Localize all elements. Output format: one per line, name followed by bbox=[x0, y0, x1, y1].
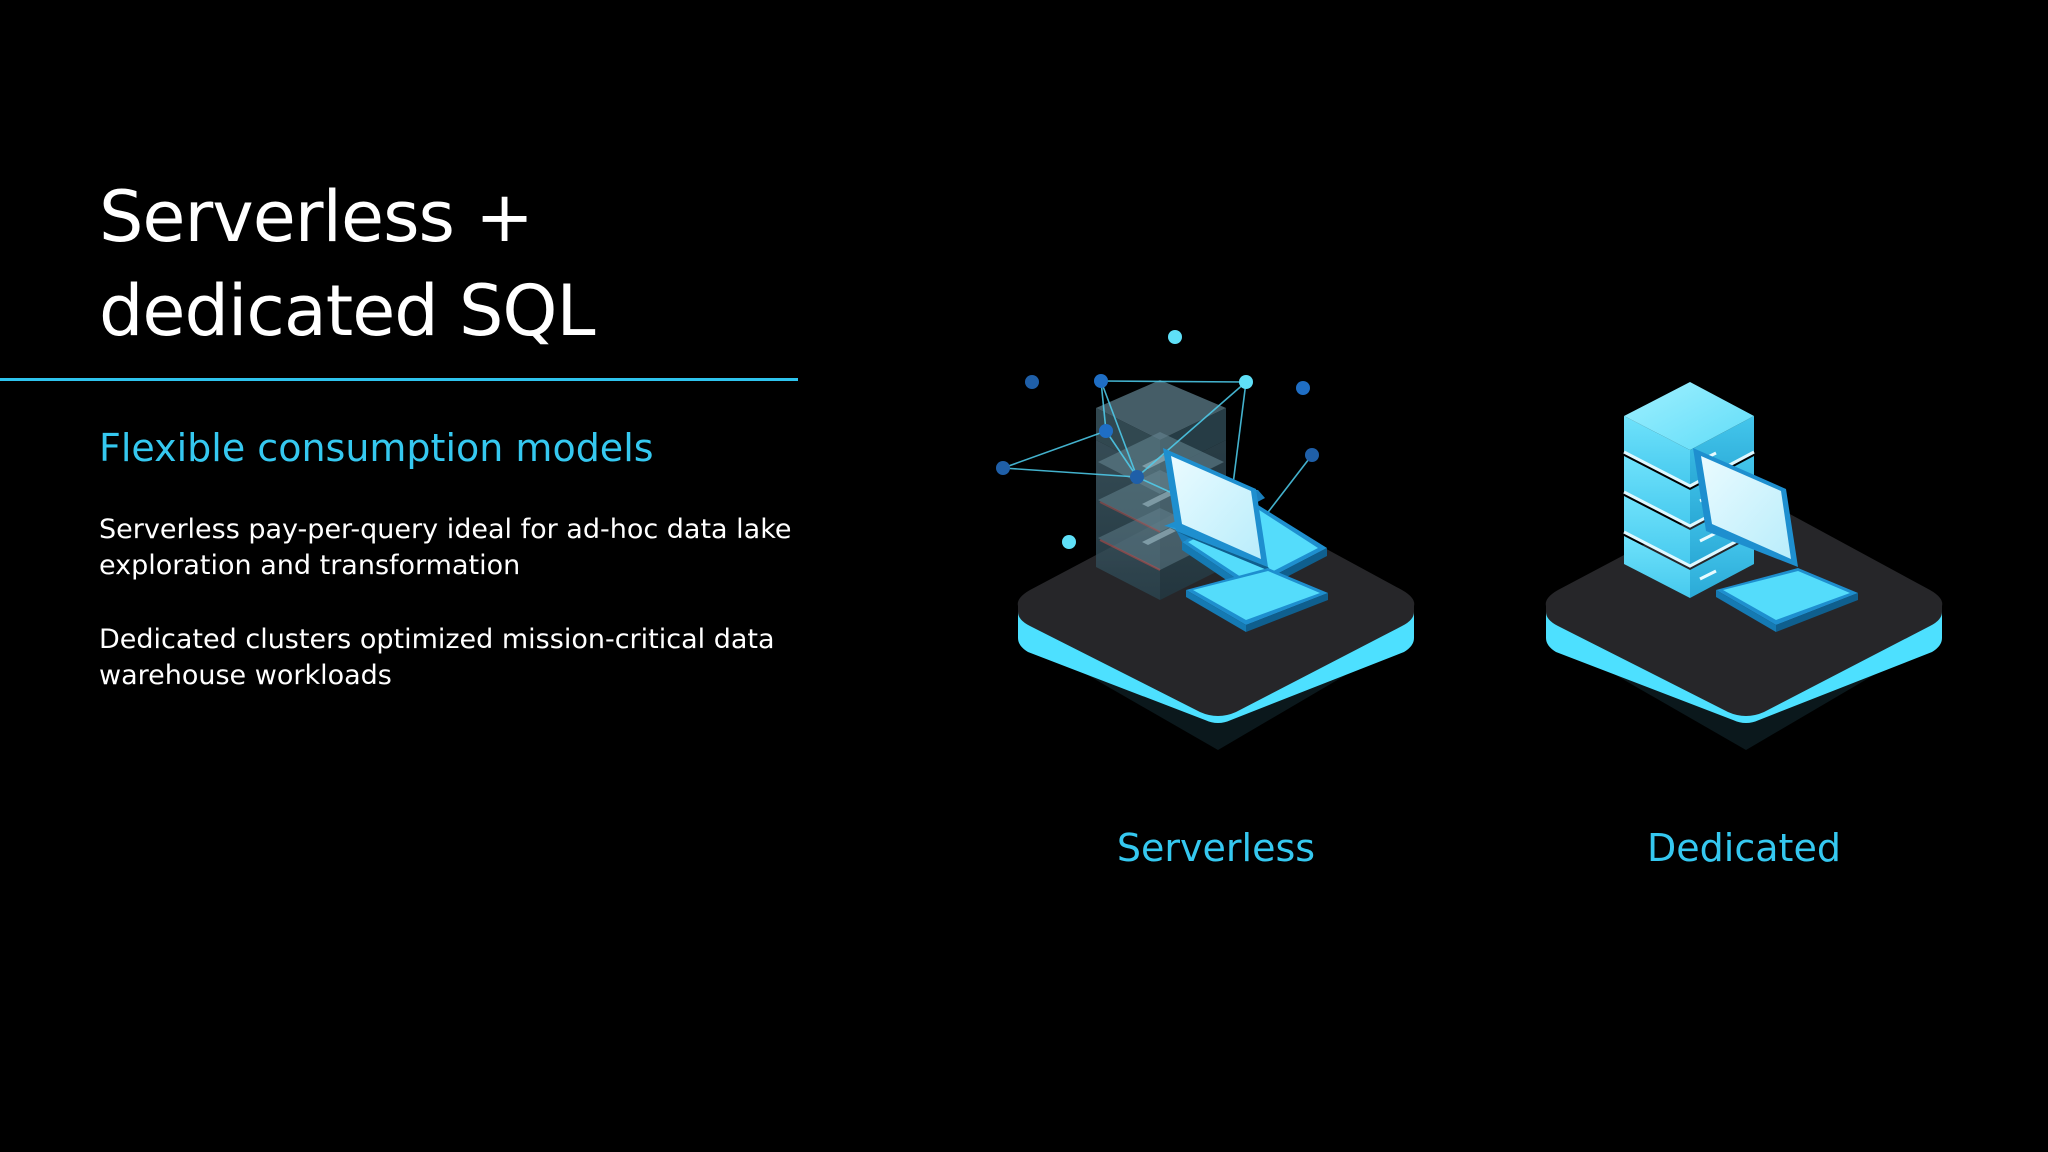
server-stack-icon bbox=[1623, 382, 1755, 598]
body-line: exploration and transformation bbox=[99, 550, 521, 581]
laptop-icon bbox=[1693, 448, 1858, 632]
body-line: Dedicated clusters optimized mission-cri… bbox=[99, 624, 775, 655]
body-paragraph-serverless: Serverless pay-per-query ideal for ad-ho… bbox=[99, 512, 799, 584]
slide-title: Serverless + dedicated SQL bbox=[99, 170, 595, 358]
serverless-caption: Serverless bbox=[1116, 826, 1316, 870]
body-paragraph-dedicated: Dedicated clusters optimized mission-cri… bbox=[99, 622, 799, 694]
title-divider bbox=[0, 378, 798, 381]
dedicated-caption: Dedicated bbox=[1647, 826, 1841, 870]
laptop-icon bbox=[1163, 448, 1272, 572]
slide-title-line: Serverless + bbox=[99, 176, 534, 258]
body-line: Serverless pay-per-query ideal for ad-ho… bbox=[99, 514, 792, 545]
laptop-keyboard-icon bbox=[1186, 568, 1328, 632]
slide-title-line: dedicated SQL bbox=[99, 270, 595, 352]
body-line: warehouse workloads bbox=[99, 660, 392, 691]
slide-subtitle: Flexible consumption models bbox=[99, 426, 654, 470]
dedicated-platform-icon bbox=[1545, 382, 1943, 750]
